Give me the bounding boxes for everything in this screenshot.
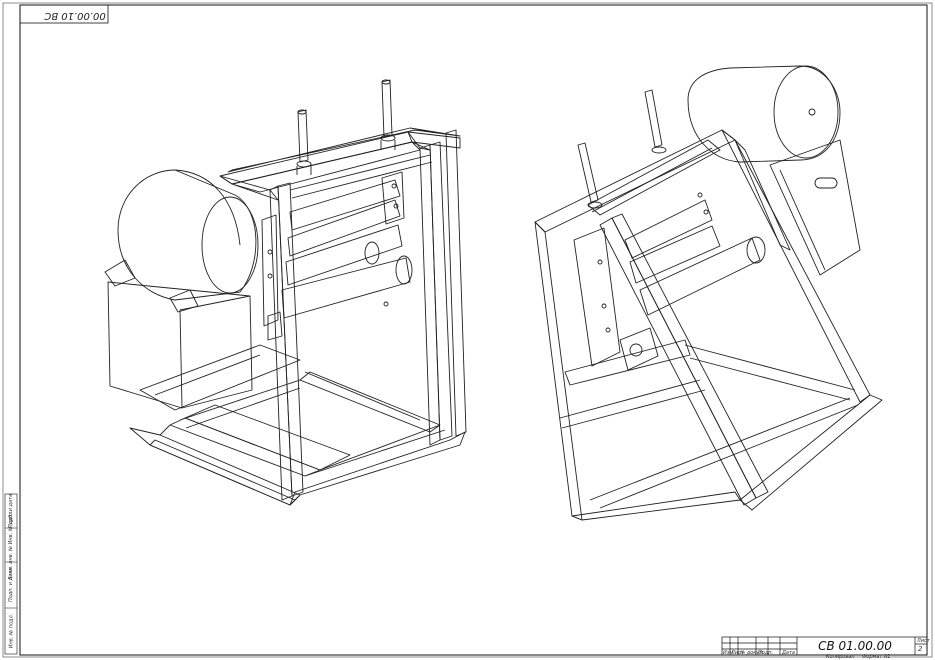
side-strip-cell: Инв. № подл. xyxy=(8,613,14,649)
format-label: Формат A1 xyxy=(862,654,891,660)
title-block xyxy=(721,636,928,656)
side-strip-cell: Подп. и дата xyxy=(8,567,14,603)
side-strip: Подп. и дата Взам. инв. № Инв. № дубл. П… xyxy=(5,494,17,654)
side-strip-cell: Взам. инв. № Инв. № дубл. xyxy=(8,510,14,580)
col-header-docnum: № докум. xyxy=(740,650,765,656)
col-header-sign: Подп. xyxy=(758,650,774,656)
col-header-list: Лист xyxy=(731,650,744,656)
inner-frame xyxy=(19,4,928,656)
copied-label: Копировал xyxy=(826,654,855,660)
stamp-code-inverted: 00.00.10 BC xyxy=(44,10,106,21)
stamp-box xyxy=(19,4,109,24)
sheet-number: 2 xyxy=(918,645,923,653)
col-header-izm: Изм. xyxy=(723,650,735,656)
side-strip-box xyxy=(4,493,18,655)
left-assembly xyxy=(104,79,467,506)
title-block-code: CB 01.00.00 xyxy=(818,639,892,653)
col-header-date: Дата xyxy=(782,650,795,656)
sheet-label: Лист xyxy=(917,638,930,644)
right-assembly xyxy=(534,65,883,521)
